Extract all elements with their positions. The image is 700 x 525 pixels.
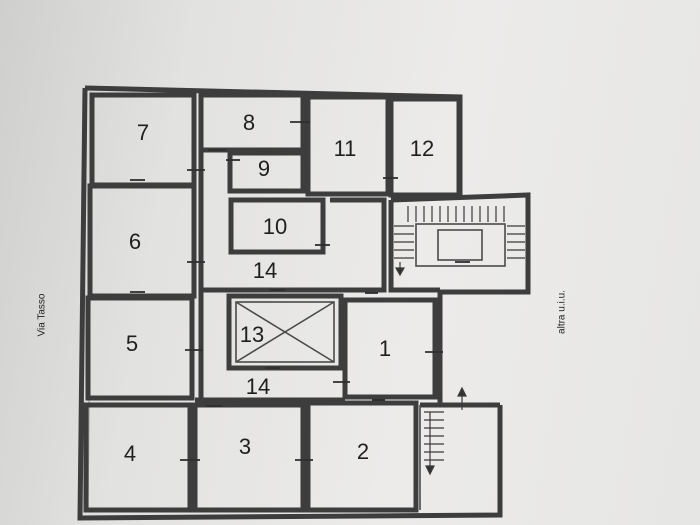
room-6 [87,183,197,299]
room-5 [85,295,195,401]
corridor-14-wall [201,197,387,293]
room-label-7: 7 [137,120,149,145]
room-label-5: 5 [126,331,138,356]
room-label-12: 12 [410,136,434,161]
room-11 [305,94,391,197]
room-2 [305,400,419,513]
room-label-3: 3 [239,434,251,459]
room-label-13: 13 [240,322,264,347]
room-12 [388,96,462,198]
room-9 [227,150,306,194]
room-label-9: 9 [258,156,270,181]
room-label-2: 2 [357,439,369,464]
stair-upper [388,192,531,300]
room-label-6: 6 [129,229,141,254]
room-label-4: 4 [124,441,136,466]
room-label-14-upper: 14 [253,258,277,283]
room-1 [342,297,438,400]
room-4 [83,402,193,513]
room-label-11: 11 [334,136,357,161]
room-label-1: 1 [379,336,391,361]
room-label-8: 8 [243,110,255,135]
adjacent-unit-label: altra u.i.u. [557,290,568,334]
room-10 [228,197,326,255]
room-3 [192,402,306,513]
street-label: Via Tasso [37,293,48,336]
room-13 [226,293,344,371]
room-label-14-lower: 14 [246,374,270,399]
door-marks [130,121,470,461]
stair-lower [419,300,500,510]
room-label-10: 10 [263,214,287,239]
